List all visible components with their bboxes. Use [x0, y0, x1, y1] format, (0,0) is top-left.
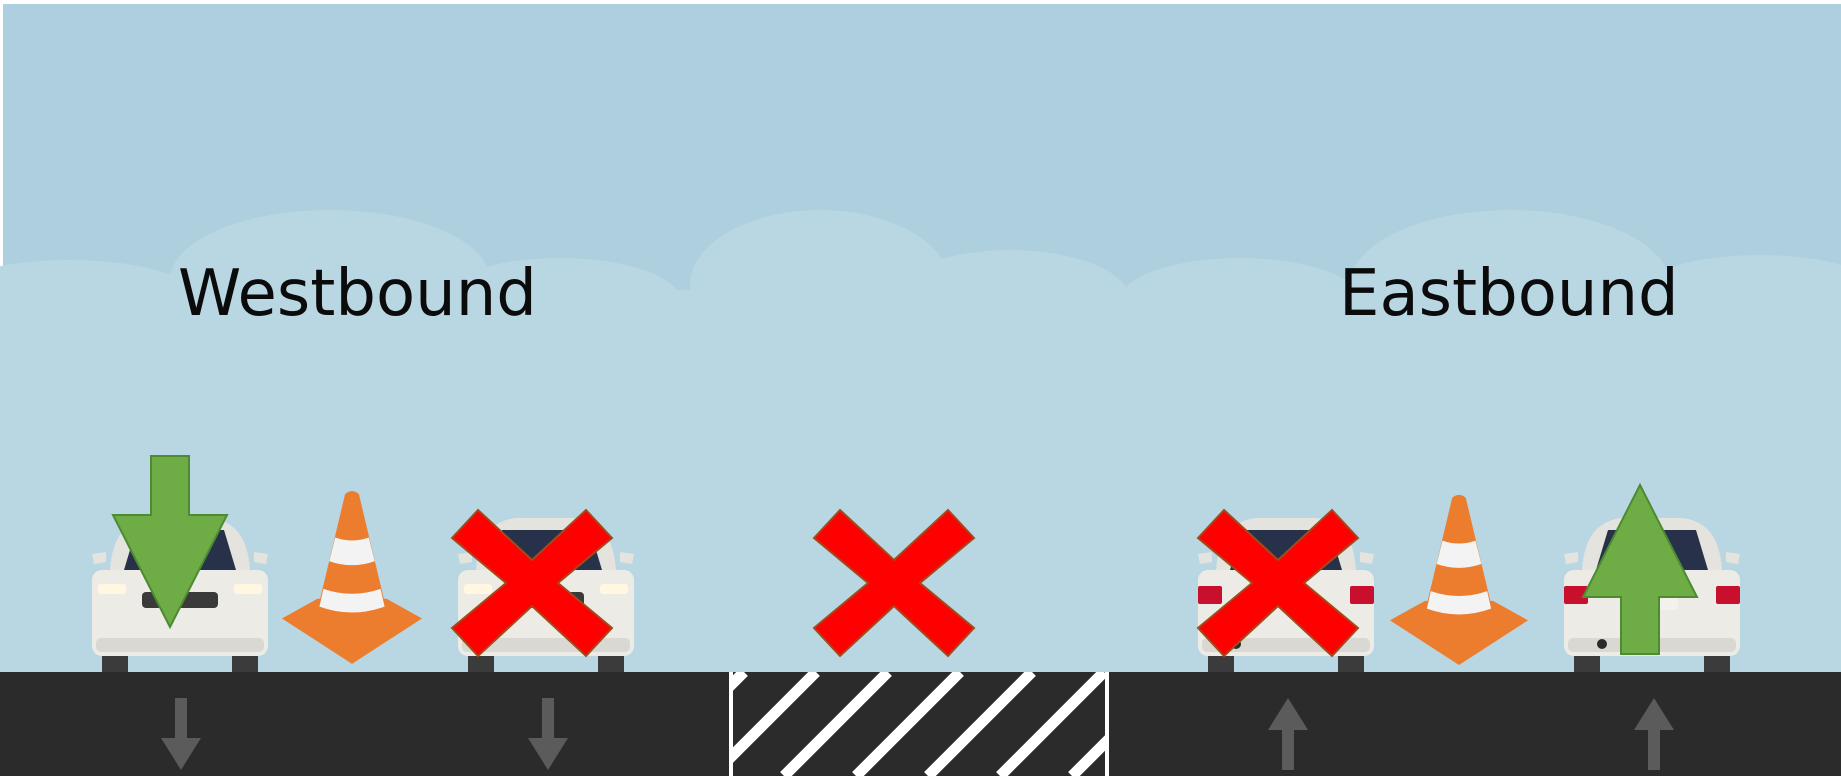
eastbound-label: Eastbound — [1339, 262, 1679, 326]
westbound-label: Westbound — [178, 262, 537, 326]
